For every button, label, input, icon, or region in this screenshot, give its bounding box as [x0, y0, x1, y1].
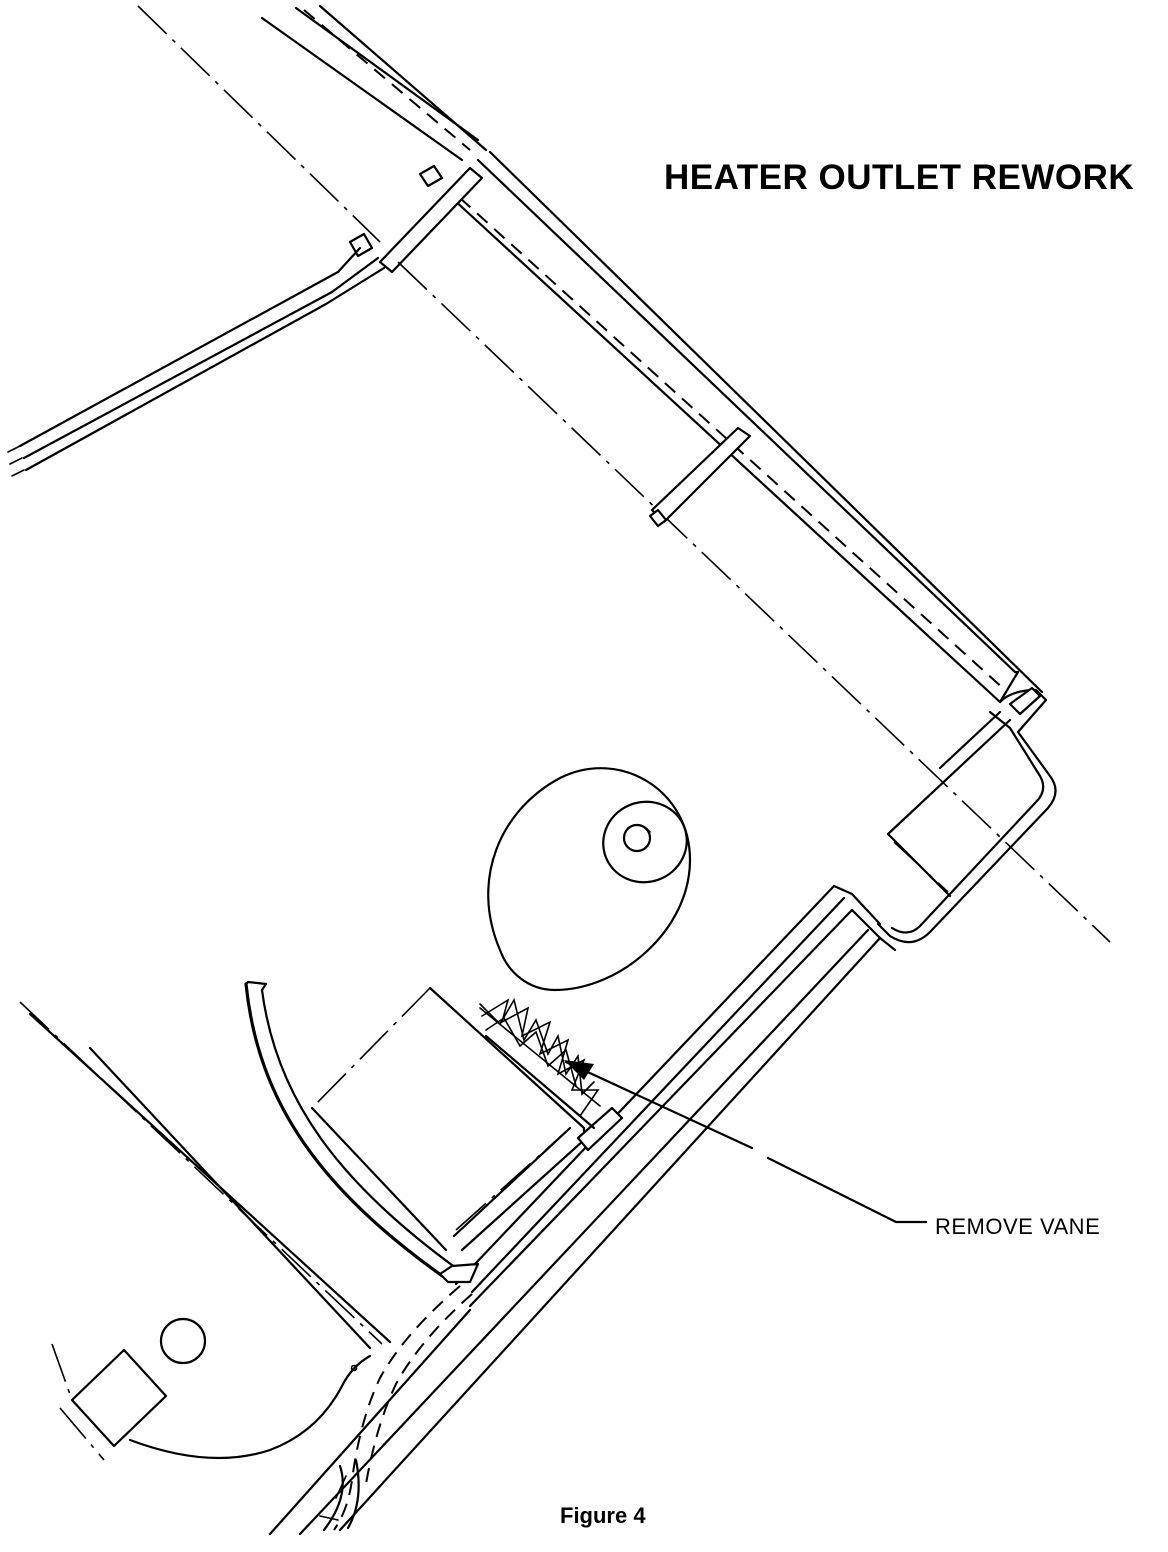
callout-label: REMOVE VANE: [935, 1214, 1101, 1239]
mid-bracket: [648, 426, 752, 528]
lower-bend: [319, 1285, 473, 1532]
right-elbow: [876, 686, 1057, 944]
center-line: [137, 5, 1111, 943]
outlet-port: [487, 767, 692, 992]
upper-flange: [7, 166, 484, 477]
main-walls: [268, 884, 897, 1536]
figure-caption: Figure 4: [560, 1503, 646, 1528]
lower-panel: [19, 1001, 392, 1461]
vane-cell: [310, 986, 624, 1252]
curved-vane: [244, 980, 480, 1284]
lower-rect-mount: [51, 1343, 168, 1461]
figure-title: HEATER OUTLET REWORK: [664, 158, 1135, 197]
leader-arrowhead: [564, 1060, 594, 1080]
upper-duct: [260, 4, 1044, 704]
callout-leader: [564, 1060, 928, 1224]
